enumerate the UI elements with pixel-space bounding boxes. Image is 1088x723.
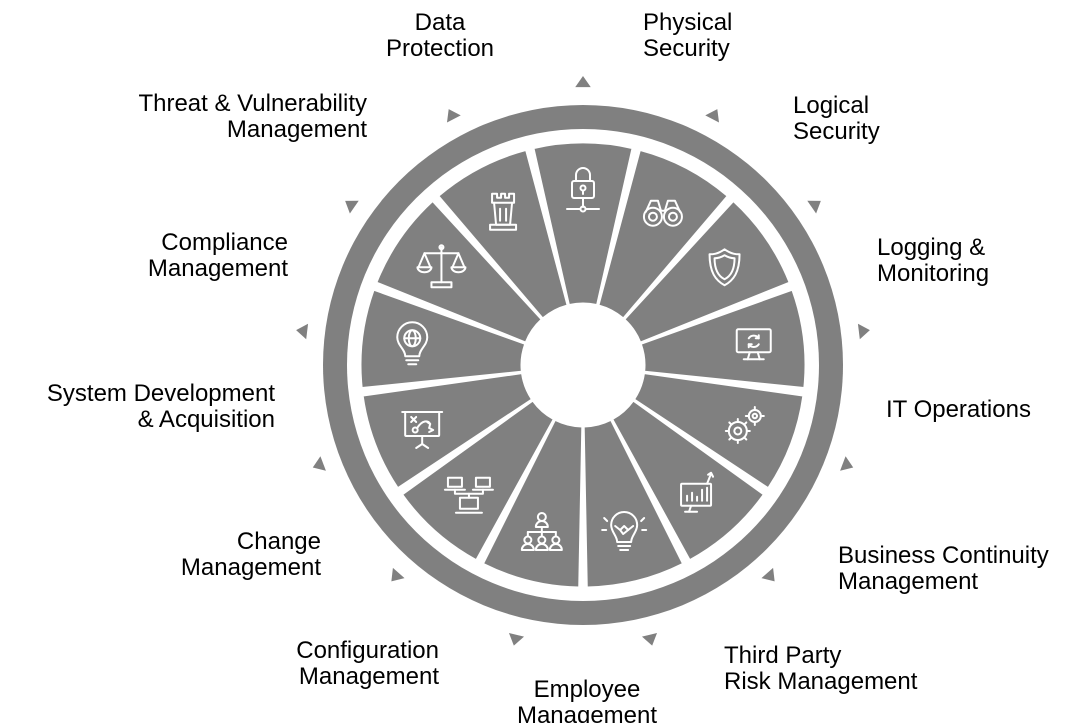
label-line: Management xyxy=(227,116,367,143)
segment-system-development xyxy=(360,289,526,389)
segment-logging-monitoring xyxy=(640,289,806,389)
shield-icon xyxy=(708,248,741,287)
marker-it-operations xyxy=(840,456,854,471)
label-line: Employee xyxy=(534,676,641,703)
segment-logical-security xyxy=(624,200,790,343)
label-line: IT Operations xyxy=(886,396,1031,423)
segment-employee-management xyxy=(482,419,583,588)
label-line: Third Party xyxy=(724,642,841,669)
label-line: Management xyxy=(838,568,978,595)
label-line: & Acquisition xyxy=(138,406,275,433)
segment-threat-vulnerability xyxy=(438,149,568,319)
marker-employee-management xyxy=(508,632,525,646)
label-system-development: System Development& Acquisition xyxy=(47,380,275,433)
marker-logging-monitoring xyxy=(857,323,870,340)
segments-layer xyxy=(360,142,806,588)
label-line: Security xyxy=(793,118,880,145)
marker-physical-security xyxy=(705,109,720,123)
marker-data-protection xyxy=(575,76,591,88)
center-hub xyxy=(523,305,643,425)
segment-configuration-mgmt xyxy=(402,400,554,561)
segment-third-party-risk xyxy=(583,419,684,588)
lightbulb-handshake-icon xyxy=(601,511,648,552)
label-line: Risk Management xyxy=(724,668,918,695)
network-computers-icon xyxy=(443,476,494,514)
marker-change-management xyxy=(312,456,326,471)
label-line: Protection xyxy=(386,35,494,62)
org-chart-icon xyxy=(520,512,563,552)
marker-third-party-risk xyxy=(641,632,658,646)
binoculars-icon xyxy=(642,199,683,227)
marker-business-continuity xyxy=(761,567,775,582)
strategy-board-icon xyxy=(401,410,444,449)
label-line: Business Continuity xyxy=(838,542,1049,569)
label-line: Management xyxy=(181,554,321,581)
lock-network-icon xyxy=(566,167,600,213)
label-line: Compliance xyxy=(161,229,288,256)
label-line: Security xyxy=(643,35,730,62)
label-line: Management xyxy=(517,702,657,723)
scales-icon xyxy=(416,244,467,289)
label-line: Physical xyxy=(643,9,732,36)
marker-compliance-management xyxy=(345,200,359,214)
marker-logical-security xyxy=(807,200,821,214)
label-line: Logical xyxy=(793,92,869,119)
marker-threat-vulnerability xyxy=(446,109,461,123)
label-line: Configuration xyxy=(296,637,439,664)
segment-data-protection xyxy=(533,142,633,306)
gears-icon xyxy=(724,405,765,444)
label-it-operations: IT Operations xyxy=(886,396,1031,423)
marker-system-development xyxy=(296,323,309,340)
label-line: Threat & Vulnerability xyxy=(138,90,367,117)
label-line: Monitoring xyxy=(877,260,989,287)
label-line: Management xyxy=(148,255,288,282)
segment-business-continuity xyxy=(612,400,764,561)
label-line: Logging & xyxy=(877,234,985,261)
growth-chart-icon xyxy=(680,471,715,513)
label-line: Data xyxy=(415,9,466,36)
markers-layer xyxy=(296,76,870,646)
label-logging-monitoring: Logging &Monitoring xyxy=(877,234,989,287)
label-line: Change xyxy=(237,528,321,555)
label-line: Management xyxy=(299,663,439,690)
segment-change-management xyxy=(362,373,533,489)
segment-physical-security xyxy=(598,149,728,319)
segment-it-operations xyxy=(633,373,804,489)
label-line: System Development xyxy=(47,380,275,407)
castle-tower-icon xyxy=(489,192,518,231)
marker-configuration-mgmt xyxy=(391,567,405,582)
lightbulb-globe-icon xyxy=(396,321,429,366)
monitor-refresh-icon xyxy=(735,328,772,361)
